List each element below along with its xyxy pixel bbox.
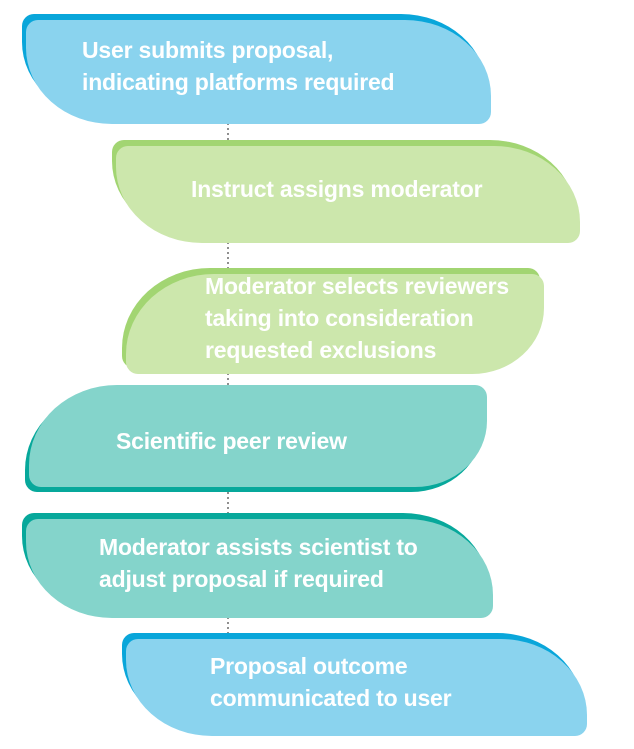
step-6-proposal-outcome-communicated: Proposal outcome communicated to user xyxy=(122,633,583,730)
step-label-line: indicating platforms required xyxy=(82,69,395,95)
step-label-line: taking into consideration xyxy=(205,305,474,331)
connector-dashed-line xyxy=(227,237,229,270)
step-label-line: Instruct assigns moderator xyxy=(191,175,483,202)
step-2-instruct-assigns-moderator: Instruct assigns moderator xyxy=(112,140,576,237)
connector-dashed-line xyxy=(227,612,229,635)
step-1-user-submits-proposal: User submits proposal, indicating platfo… xyxy=(22,14,487,118)
step-3-moderator-selects-reviewers: Moderator selects reviewers taking into … xyxy=(122,268,540,368)
step-label-line: User submits proposal, xyxy=(82,37,334,63)
step-label-line: requested exclusions xyxy=(205,337,437,363)
step-label-line: adjust proposal if required xyxy=(99,565,384,592)
connector-dashed-line xyxy=(227,368,229,392)
step-5-moderator-assists-scientist: Moderator assists scientist to adjust pr… xyxy=(22,513,489,612)
step-label-line: Scientific peer review xyxy=(116,428,347,454)
connector-dashed-line xyxy=(227,492,229,515)
step-4-scientific-peer-review: Scientific peer review xyxy=(25,390,483,492)
step-label-line: Proposal outcome xyxy=(210,652,408,679)
connector-dashed-line xyxy=(227,118,229,142)
step-label-line: communicated to user xyxy=(210,684,452,711)
step-label-line: Moderator selects reviewers xyxy=(205,273,509,299)
step-label-line: Moderator assists scientist to xyxy=(99,533,418,560)
